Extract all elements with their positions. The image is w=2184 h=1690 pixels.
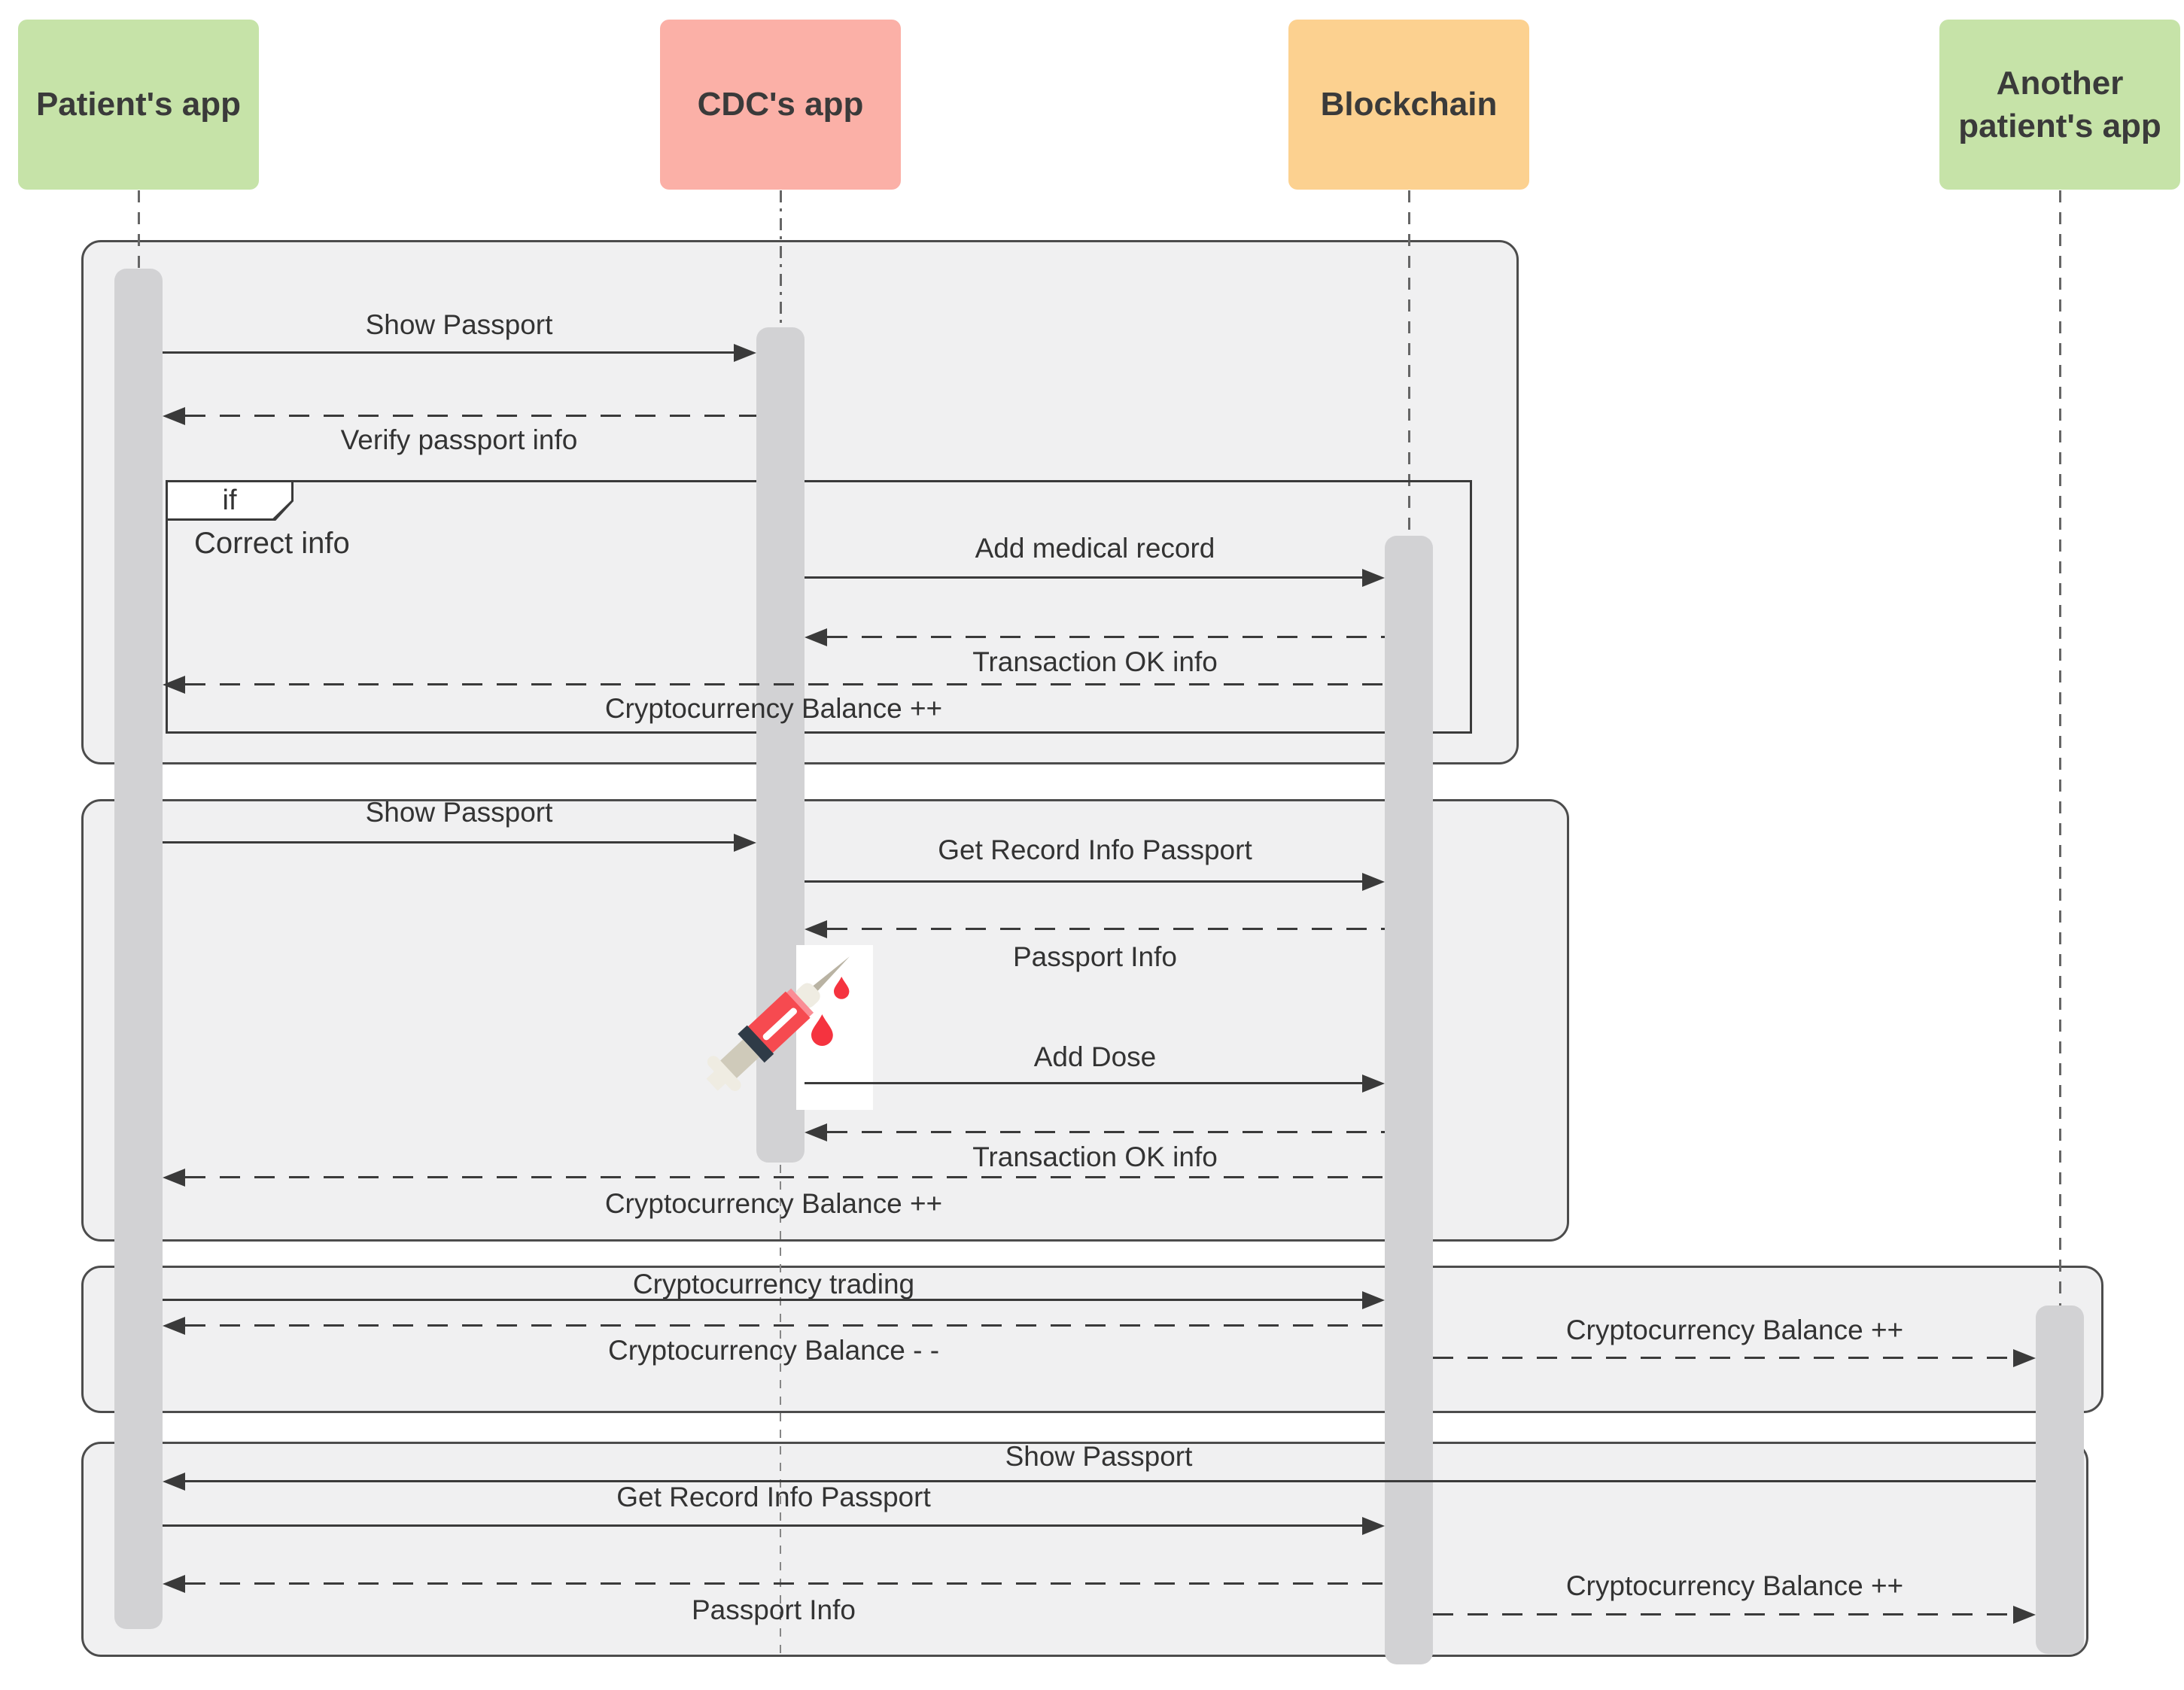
msg-line bbox=[805, 1082, 1364, 1084]
if-operator-label: if bbox=[168, 482, 291, 518]
msg-line bbox=[805, 576, 1364, 579]
msg-label: Show Passport bbox=[1005, 1441, 1193, 1472]
blood-drop-small bbox=[834, 977, 850, 999]
frame-3 bbox=[81, 1266, 2103, 1413]
msg-label: Get Record Info Passport bbox=[938, 834, 1252, 865]
msg-line bbox=[163, 841, 735, 843]
msg-line bbox=[827, 636, 1385, 638]
msg-label: Verify passport info bbox=[340, 424, 578, 455]
participant-another-patients-app: Another patient's app bbox=[1939, 20, 2180, 190]
lifeline-cdc bbox=[780, 190, 782, 330]
lifeline-another-patient bbox=[2059, 190, 2061, 1308]
msg-label: Cryptocurrency Balance ++ bbox=[1565, 1315, 1904, 1345]
arrowhead-left-icon bbox=[163, 1575, 185, 1593]
msg-line bbox=[163, 1524, 1364, 1527]
arrowhead-left-icon bbox=[805, 628, 827, 646]
msg-label: Show Passport bbox=[365, 797, 553, 828]
msg-line bbox=[805, 880, 1364, 883]
msg-line bbox=[185, 683, 1385, 685]
frame-4 bbox=[81, 1442, 2088, 1657]
if-fragment bbox=[166, 480, 1472, 734]
arrowhead-left-icon bbox=[163, 1473, 185, 1491]
arrowhead-right-icon bbox=[734, 834, 756, 852]
msg-line bbox=[185, 1480, 2036, 1482]
participant-blockchain: Blockchain bbox=[1288, 20, 1529, 190]
msg-label: Show Passport bbox=[365, 309, 553, 340]
msg-line bbox=[185, 1582, 1385, 1585]
arrowhead-right-icon bbox=[1362, 873, 1385, 891]
activation-bar-blockchain bbox=[1385, 536, 1433, 1664]
participant-cdcs-app: CDC's app bbox=[660, 20, 901, 190]
arrowhead-left-icon bbox=[163, 1169, 185, 1187]
msg-label: Add Dose bbox=[1033, 1041, 1157, 1072]
msg-line bbox=[1433, 1357, 2015, 1359]
lifeline-patient bbox=[138, 190, 140, 271]
msg-line bbox=[185, 1324, 1385, 1327]
msg-line bbox=[1433, 1613, 2015, 1616]
participant-patients-app: Patient's app bbox=[18, 20, 259, 190]
arrowhead-right-icon bbox=[1362, 1074, 1385, 1093]
arrowhead-right-icon bbox=[1362, 1291, 1385, 1309]
msg-label: Cryptocurrency Balance ++ bbox=[604, 693, 943, 724]
arrowhead-right-icon bbox=[2013, 1349, 2036, 1367]
msg-line bbox=[185, 1176, 1385, 1178]
msg-line bbox=[163, 1299, 1364, 1301]
msg-line bbox=[827, 1131, 1385, 1133]
arrowhead-left-icon bbox=[805, 1123, 827, 1141]
msg-label: Cryptocurrency Balance ++ bbox=[604, 1188, 943, 1219]
if-guard-label: Correct info bbox=[194, 527, 350, 560]
arrowhead-right-icon bbox=[2013, 1606, 2036, 1624]
msg-label: Add medical record bbox=[975, 533, 1215, 564]
if-fragment-operator-tab: if bbox=[166, 480, 294, 521]
lifeline-blockchain bbox=[1408, 190, 1410, 538]
msg-line bbox=[185, 415, 756, 417]
activation-bar-patient bbox=[114, 269, 163, 1629]
msg-label: Cryptocurrency trading bbox=[632, 1269, 915, 1299]
msg-line bbox=[827, 928, 1385, 930]
msg-label: Cryptocurrency Balance - - bbox=[607, 1335, 940, 1366]
msg-line bbox=[163, 351, 735, 354]
arrowhead-right-icon bbox=[1362, 569, 1385, 587]
msg-label: Transaction OK info bbox=[972, 646, 1218, 677]
msg-label: Cryptocurrency Balance ++ bbox=[1565, 1570, 1904, 1601]
activation-bar-another-patient bbox=[2036, 1305, 2084, 1654]
msg-label: Get Record Info Passport bbox=[616, 1482, 931, 1512]
msg-label: Passport Info bbox=[691, 1594, 856, 1625]
arrowhead-right-icon bbox=[734, 344, 756, 362]
arrowhead-left-icon bbox=[163, 1317, 185, 1335]
blood-drop-large bbox=[811, 1014, 833, 1046]
msg-label: Transaction OK info bbox=[972, 1141, 1218, 1172]
arrowhead-right-icon bbox=[1362, 1517, 1385, 1535]
msg-label: Passport Info bbox=[1012, 941, 1177, 972]
lifeline-cdc-lower bbox=[780, 1165, 781, 1655]
arrowhead-left-icon bbox=[163, 407, 185, 425]
arrowhead-left-icon bbox=[805, 920, 827, 938]
arrowhead-left-icon bbox=[163, 676, 185, 694]
